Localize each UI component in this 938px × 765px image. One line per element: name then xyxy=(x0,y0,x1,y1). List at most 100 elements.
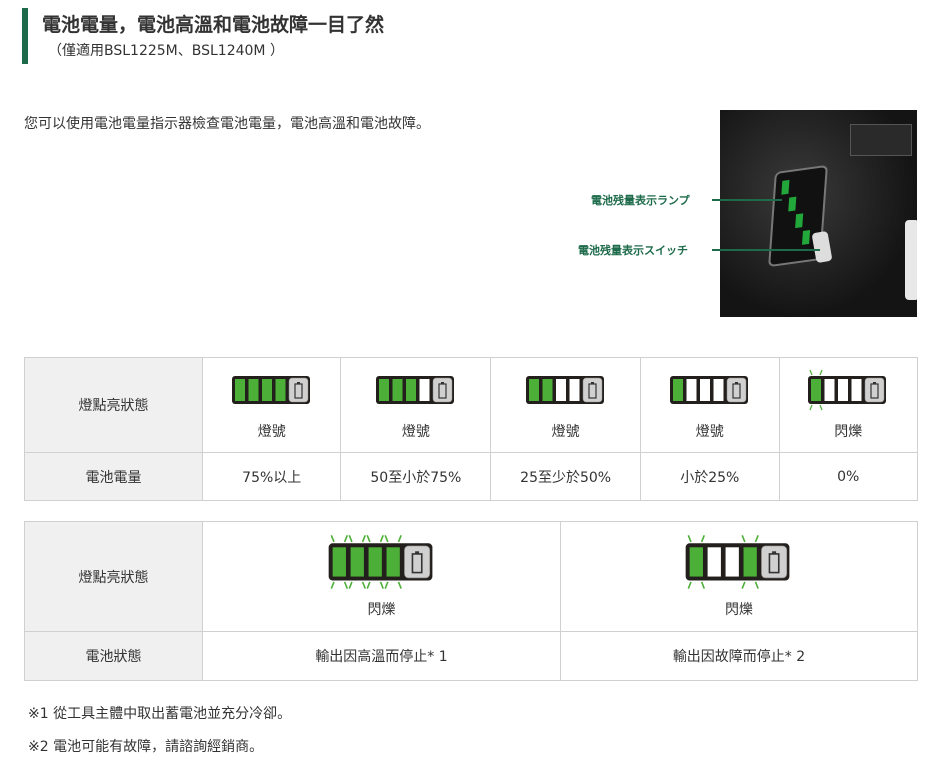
battery-indicator-icon xyxy=(780,369,918,415)
blink-ray xyxy=(348,534,353,542)
switch-callout-line xyxy=(712,249,820,251)
lamp-callout-line xyxy=(712,199,782,201)
blink-ray xyxy=(379,534,384,542)
blink-ray xyxy=(741,581,746,589)
led-segment xyxy=(405,379,416,401)
led-segment xyxy=(350,546,364,577)
battery-level: 50至小於75% xyxy=(340,452,492,501)
blink-ray xyxy=(754,581,760,589)
battery-status: 輸出因故障而停止* 2 xyxy=(560,631,918,681)
footnote-1: ※1 從工具主體中取出蓄電池並充分冷卻。 xyxy=(28,706,292,722)
led-segment xyxy=(275,379,286,401)
battery-glyph-tip xyxy=(590,382,594,384)
lamp-state: 閃爍 xyxy=(367,602,396,619)
led-segment xyxy=(528,379,539,401)
battery-button xyxy=(761,545,788,578)
led-segment xyxy=(261,379,272,401)
led xyxy=(801,230,811,245)
blink-ray xyxy=(330,534,335,542)
battery-status: 輸出因高溫而停止* 1 xyxy=(202,631,561,681)
cell: 燈號 xyxy=(201,357,342,453)
led-segment xyxy=(838,379,849,401)
battery-button xyxy=(726,377,747,403)
led-segment xyxy=(332,546,346,577)
led-segment xyxy=(392,379,403,401)
page-title: 電池電量，電池高溫和電池故障一目了然 xyxy=(42,14,385,36)
battery-glyph-tip xyxy=(440,382,444,384)
lamp-callout: 電池残量表示ランプ xyxy=(591,194,690,207)
battery-status-table: 燈點亮狀態 閃爍 閃爍 電池狀態 輸出因高溫而停止* 1 輸出因故障而停止* 2 xyxy=(24,521,918,681)
blink-ray xyxy=(397,534,402,542)
blink-ray xyxy=(384,534,389,542)
blink-ray xyxy=(819,404,823,411)
battery-button xyxy=(582,377,602,403)
blink-ray xyxy=(343,581,348,589)
lamp-state: 燈號 xyxy=(551,424,580,440)
blink-ray xyxy=(701,534,706,542)
battery-indicator-icon xyxy=(491,369,640,415)
led-segment xyxy=(569,379,580,401)
led-segment xyxy=(743,546,757,577)
battery-glyph-tip xyxy=(873,382,877,384)
blink-ray xyxy=(330,581,335,589)
led-segment xyxy=(542,379,553,401)
led-segment xyxy=(555,379,566,401)
led-segment xyxy=(378,379,389,401)
blink-ray xyxy=(397,581,402,589)
blink-ray xyxy=(361,534,366,542)
battery-photo xyxy=(720,110,917,317)
led-segment xyxy=(851,379,862,401)
battery-glyph-tip xyxy=(414,550,419,554)
row-label: 電池電量 xyxy=(24,452,203,501)
cell: 燈號 xyxy=(490,357,642,453)
blink-ray xyxy=(809,369,813,376)
battery-indicator-icon xyxy=(641,369,778,415)
battery-button xyxy=(865,377,885,403)
led-segment xyxy=(713,379,724,401)
led-segment xyxy=(419,379,430,401)
blink-ray xyxy=(741,534,746,542)
led-segment xyxy=(686,379,697,401)
battery-button xyxy=(432,377,453,403)
lamp-state: 閃爍 xyxy=(834,424,863,440)
led xyxy=(781,179,790,195)
blink-ray xyxy=(687,534,692,542)
led-segment xyxy=(672,379,683,401)
cell: 閃爍 xyxy=(778,357,918,453)
blink-ray xyxy=(379,581,384,589)
cell: 燈號 xyxy=(640,357,780,453)
battery-button xyxy=(288,377,308,403)
battery-level: 小於25% xyxy=(640,452,780,501)
blink-ray xyxy=(343,534,348,542)
battery-button xyxy=(403,545,430,578)
row-label: 燈點亮狀態 xyxy=(24,357,203,453)
led-segment xyxy=(811,379,822,401)
battery-indicator-icon xyxy=(341,369,490,415)
blink-ray xyxy=(348,581,353,589)
battery-indicator-icon xyxy=(203,369,340,415)
blink-ray xyxy=(366,534,371,542)
blink-ray xyxy=(384,581,389,589)
led-segment xyxy=(368,546,382,577)
battery-glyph-tip xyxy=(734,382,738,384)
row-label: 燈點亮狀態 xyxy=(24,521,203,632)
led xyxy=(788,196,797,212)
section-header: 電池電量，電池高溫和電池故障一目了然 （僅適用BSL1225M、BSL1240M… xyxy=(22,8,384,64)
led-segment xyxy=(248,379,259,401)
lamp-state: 燈號 xyxy=(257,424,286,440)
led-segment xyxy=(234,379,245,401)
intro-text: 您可以使用電池電量指示器檢查電池電量，電池高溫和電池故障。 xyxy=(24,116,430,132)
battery-level: 25至少於50% xyxy=(490,452,642,501)
blink-ray xyxy=(754,534,760,542)
blink-ray xyxy=(701,581,706,589)
led-segment xyxy=(824,379,835,401)
page-subtitle: （僅適用BSL1225M、BSL1240M ） xyxy=(48,43,284,59)
switch-callout: 電池残量表示スイッチ xyxy=(578,244,688,257)
lamp-state: 閃爍 xyxy=(725,602,753,619)
led-segment xyxy=(386,546,400,577)
row-label: 電池狀態 xyxy=(24,631,203,681)
battery-glyph-tip xyxy=(772,550,777,554)
blink-ray xyxy=(819,369,823,376)
lamp-state: 燈號 xyxy=(401,424,430,440)
led-segment xyxy=(689,546,704,577)
